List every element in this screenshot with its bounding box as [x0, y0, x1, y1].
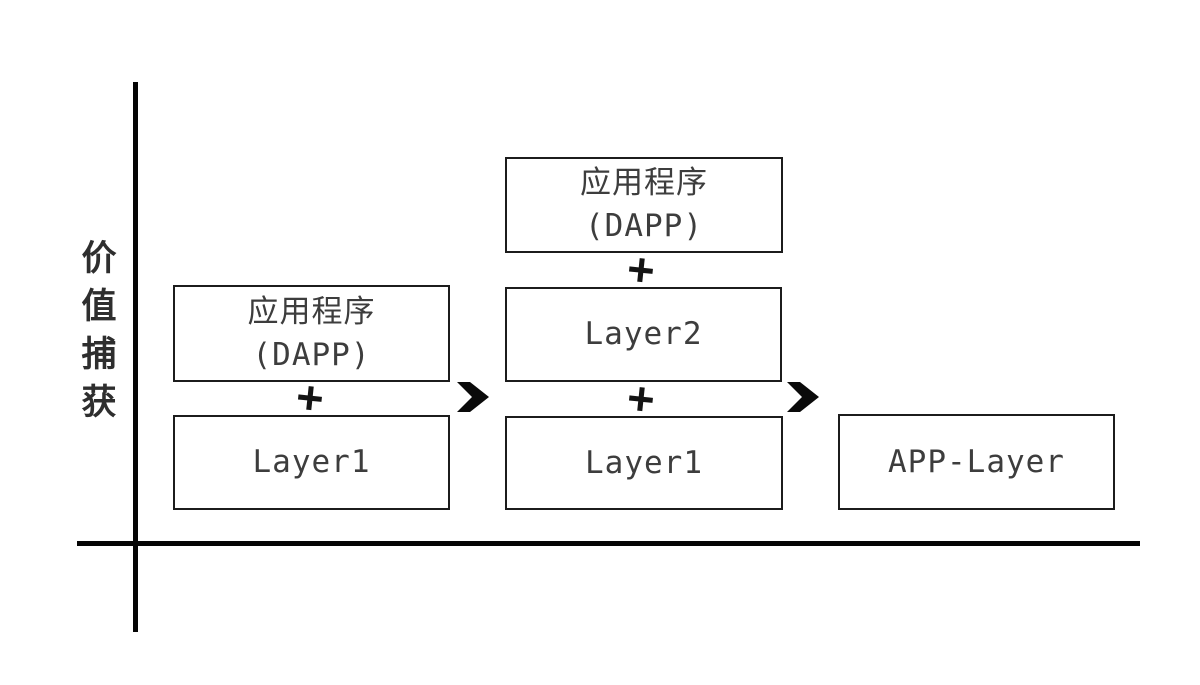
y-axis-label-char-4: 获: [81, 383, 117, 423]
box-stage1-dapp: 应用程序 (DAPP): [173, 285, 450, 382]
box-label: APP-Layer: [888, 443, 1065, 480]
box-label: (DAPP): [585, 208, 703, 244]
box-label: 应用程序: [247, 293, 376, 330]
box-label: Layer1: [585, 444, 703, 481]
y-axis-label: 价 值 捕 获: [79, 242, 119, 421]
box-label: 应用程序: [580, 165, 708, 202]
y-axis-label-char-2: 值: [81, 287, 117, 327]
box-label: Layer1: [252, 444, 371, 481]
box-label: (DAPP): [252, 336, 371, 373]
chevron-right-icon: [457, 382, 489, 412]
box-stage2-dapp: 应用程序 (DAPP): [505, 157, 783, 253]
x-axis-line: [77, 541, 1140, 546]
box-label: Layer2: [584, 316, 703, 353]
box-stage2-layer2: Layer2: [505, 287, 782, 382]
chevron-right-icon: [787, 382, 819, 412]
box-stage3-applayer: APP-Layer: [838, 414, 1115, 510]
y-axis-line: [133, 82, 138, 632]
box-stage1-layer1: Layer1: [173, 415, 450, 510]
box-stage2-layer1: Layer1: [505, 416, 783, 510]
y-axis-label-char-1: 价: [81, 239, 117, 279]
y-axis-label-char-3: 捕: [81, 335, 117, 375]
